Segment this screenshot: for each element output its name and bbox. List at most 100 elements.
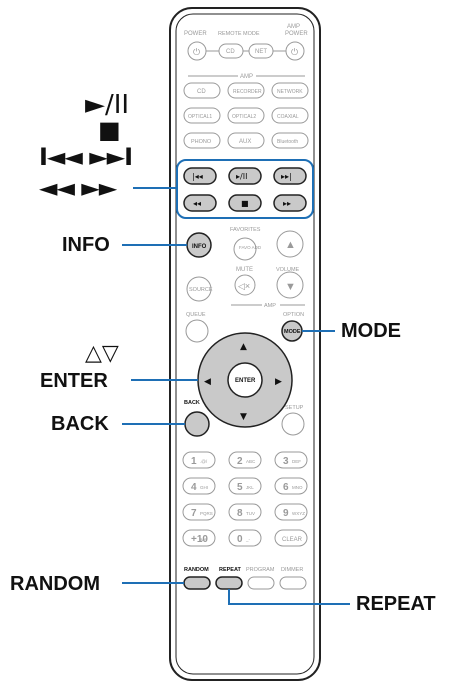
phono-button[interactable] <box>183 132 221 149</box>
recorder-button-label: RECORDER <box>233 89 262 95</box>
back-label: BACK <box>184 400 200 406</box>
numpad-key-2[interactable] <box>228 451 262 469</box>
numpad-key-6[interactable] <box>274 477 308 495</box>
favorites-label: FAVORITES <box>230 227 261 233</box>
optical1-button[interactable] <box>183 107 221 124</box>
program-button[interactable] <box>247 576 275 590</box>
recorder-button[interactable] <box>227 82 265 99</box>
optical2-button[interactable] <box>227 107 265 124</box>
mute-icon: ◁× <box>238 281 250 291</box>
network-button[interactable] <box>271 82 309 99</box>
fast-forward-button[interactable] <box>273 194 307 212</box>
numpad-key-sublabel: CLEAR <box>282 537 303 543</box>
numpad-key-8[interactable] <box>228 503 262 521</box>
coaxial-button-label: COAXIAL <box>277 114 299 120</box>
numpad-key-sublabel: _- <box>245 537 251 542</box>
cursor-left-icon[interactable]: ◀ <box>204 377 211 387</box>
numpad-key-number: 1 <box>191 456 197 467</box>
cursor-right-icon[interactable]: ▶ <box>275 377 282 387</box>
numpad-key-number: 2 <box>237 456 243 467</box>
numpad-key-sublabel: GHI <box>200 485 208 490</box>
bluetooth-button-label: Bluetooth <box>277 139 298 145</box>
stop-button[interactable] <box>228 194 262 212</box>
network-button-label: NETWORK <box>277 89 303 95</box>
random-button[interactable] <box>183 576 211 590</box>
random-label: RANDOM <box>184 567 209 573</box>
coaxial-button[interactable] <box>271 107 309 124</box>
power-label: POWER <box>184 31 207 37</box>
numpad-key-9[interactable] <box>274 503 308 521</box>
numpad-key-number: 0 <box>237 534 243 545</box>
dimmer-button[interactable] <box>279 576 307 590</box>
program-label: PROGRAM <box>246 567 275 573</box>
skip-forward-button[interactable] <box>273 167 307 185</box>
numpad-key-clear[interactable] <box>274 529 308 547</box>
volume-up-button[interactable] <box>276 230 304 258</box>
fast-forward-icon: ▸▸ <box>283 199 291 208</box>
info-callout: INFO <box>62 234 110 256</box>
numpad-key-7[interactable] <box>182 503 216 521</box>
numpad-key-number: 8 <box>237 508 243 519</box>
enter-button-label: ENTER <box>235 378 256 384</box>
mute-button[interactable] <box>234 274 256 296</box>
phono-button-label: PHONO <box>191 139 212 145</box>
queue-button[interactable] <box>185 319 209 343</box>
stop-callout: ■ <box>98 116 121 144</box>
numpad-key-sublabel: .@/ <box>200 459 208 464</box>
play-pause-button[interactable] <box>228 167 262 185</box>
numpad-key-5[interactable] <box>228 477 262 495</box>
numpad-key-3[interactable] <box>274 451 308 469</box>
aux-button[interactable] <box>227 132 265 149</box>
repeat-callout-line <box>228 589 350 605</box>
volume-up-icon: ▲ <box>285 239 296 251</box>
cursor-up-icon[interactable]: ▲ <box>240 342 247 352</box>
source-button[interactable] <box>186 276 212 302</box>
back-callout: BACK <box>51 413 109 435</box>
amp-power-label: POWER <box>285 31 308 37</box>
numpad-key-number: 7 <box>191 508 197 519</box>
numpad-key-sublabel: JKL <box>246 485 254 490</box>
remote-mode-label: REMOTE MODE <box>218 31 260 37</box>
repeat-callout: REPEAT <box>356 593 436 615</box>
volume-label: VOLUME <box>276 267 300 273</box>
numpad-key-number: +10 <box>191 534 208 545</box>
amp-section-label: AMP <box>240 74 253 80</box>
amp-power-button[interactable] <box>285 41 305 61</box>
source-buttons: CD RECORDER NETWORK OPTICAL1 OPTICAL2 CO… <box>183 82 309 149</box>
volume-down-button[interactable] <box>276 271 304 299</box>
numpad-key-plus10[interactable] <box>182 529 216 547</box>
numpad-key-number: 3 <box>283 456 289 467</box>
repeat-button[interactable] <box>215 576 243 590</box>
numpad-key-0[interactable] <box>228 529 262 547</box>
random-callout: RANDOM <box>10 573 100 595</box>
cd-mode-label: CD <box>226 49 235 55</box>
net-mode-label: NET <box>255 49 267 55</box>
numpad-key-4[interactable] <box>182 477 216 495</box>
numpad-key-1[interactable] <box>182 451 216 469</box>
cd-button-label: CD <box>197 89 206 95</box>
cursor-down-icon[interactable]: ▼ <box>240 412 247 422</box>
enter-callout: ENTER <box>40 370 108 392</box>
numpad-key-sublabel: ABC <box>246 459 256 464</box>
skip-back-button[interactable] <box>183 167 217 185</box>
cd-button[interactable] <box>183 82 221 99</box>
stop-icon: ■ <box>241 199 249 208</box>
numpad-key-sublabel: TUV <box>246 511 255 516</box>
mode-button-label: MODE <box>284 329 301 335</box>
fav-add-button[interactable] <box>233 237 257 261</box>
bluetooth-button[interactable] <box>271 132 309 149</box>
source-label: SOURCE <box>189 287 213 293</box>
mute-label: MUTE <box>236 267 253 273</box>
numpad-key-number: 4 <box>191 482 197 493</box>
remote-inner-outline <box>175 13 315 675</box>
enter-button[interactable] <box>227 362 263 398</box>
aux-button-label: AUX <box>239 139 251 145</box>
rewind-icon: ◂◂ <box>193 199 201 208</box>
back-button[interactable] <box>184 411 210 437</box>
repeat-label: REPEAT <box>219 567 242 573</box>
numpad-key-sublabel: DEF <box>292 459 301 464</box>
setup-button[interactable] <box>281 412 305 436</box>
volume-down-icon: ▼ <box>285 281 296 293</box>
rewind-button[interactable] <box>183 194 217 212</box>
